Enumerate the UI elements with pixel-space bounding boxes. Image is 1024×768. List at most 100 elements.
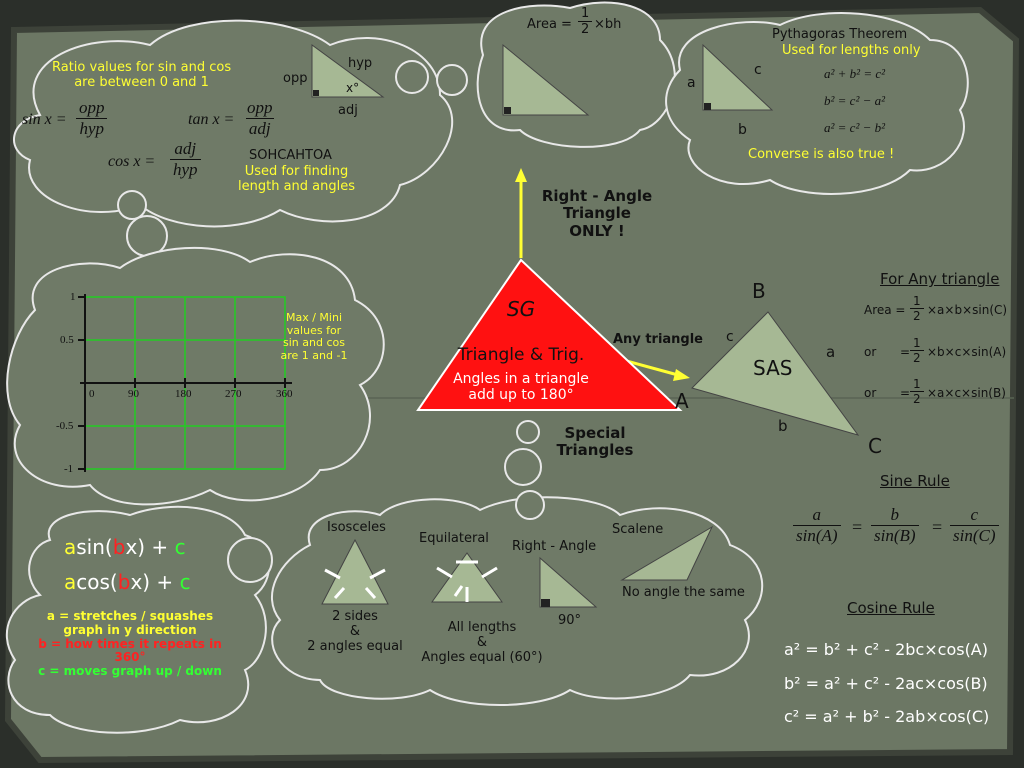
cloud-transform	[5, 505, 270, 734]
sas-side-b: b	[778, 417, 788, 435]
area2-or: or	[864, 345, 877, 359]
thought-bubble	[516, 420, 540, 444]
area2-eq: =	[900, 345, 911, 359]
x-tick-0: 0	[89, 388, 95, 400]
sohcahtoa: SOHCAHTOA	[249, 148, 332, 163]
equilateral-marks	[436, 560, 498, 602]
center-angles-line1: Angles in a triangle	[453, 371, 589, 387]
thought-bubble	[395, 60, 429, 94]
x-tick-180: 180	[175, 388, 192, 400]
sine-den-a: sin(A)	[793, 525, 841, 546]
area1-half: 1 2	[910, 294, 924, 323]
trig-note-line1: Ratio values for sin and cos	[52, 60, 232, 75]
formula-cos-a: a	[64, 570, 77, 594]
x-tick-270: 270	[225, 388, 242, 400]
iso-desc1: 2 sides	[332, 609, 378, 624]
area3-half-num: 1	[913, 377, 921, 391]
area2-half-num: 1	[913, 336, 921, 350]
pythagoras-triangle	[702, 43, 774, 111]
area-rest: ×bh	[594, 17, 622, 32]
cloud-special	[227, 420, 764, 706]
sine-frac-a: a sin(A)	[793, 505, 841, 546]
special-line2: Triangles	[556, 441, 634, 460]
area-triangle	[502, 43, 590, 116]
thought-bubble	[515, 490, 545, 520]
formula-sin-c: c	[174, 535, 186, 559]
formula-sin-mid: sin(	[76, 535, 113, 559]
sin-lhs: sin x =	[22, 111, 67, 128]
pyth-eq3: a² = c² − b²	[824, 120, 886, 135]
area2-rhs: ×b×c×sin(A)	[927, 345, 1007, 359]
sas-vertex-B: B	[752, 279, 766, 303]
pyth-converse: Converse is also true !	[748, 147, 895, 162]
center-angles-line2: add up to 180°	[468, 387, 574, 404]
area1-lhs: Area =	[864, 303, 906, 317]
area3-half: 1 2	[910, 377, 924, 406]
area1-half-den: 2	[910, 308, 924, 323]
right-angle-mark	[541, 599, 550, 607]
formula-sin-a: a	[64, 535, 77, 559]
area-half: 1 2	[578, 6, 593, 37]
thought-bubble	[436, 64, 468, 96]
iso-desc3: 2 angles equal	[307, 638, 403, 654]
sas-triangle	[691, 311, 860, 436]
isosceles-triangle	[321, 538, 389, 605]
tan-numerator: opp	[247, 98, 273, 117]
thought-bubble	[504, 448, 542, 486]
note-b-line2: 360°	[114, 650, 146, 665]
triangle-opp-label: opp	[283, 71, 308, 86]
center-triangle	[416, 258, 683, 411]
sin-denominator: hyp	[76, 118, 108, 139]
any-triangle-heading: For Any triangle	[880, 270, 1000, 288]
sas-label: SAS	[753, 356, 793, 380]
graph-note-line4: are 1 and -1	[280, 348, 348, 362]
right-angle-only: Right - Angle Triangle ONLY !	[529, 187, 665, 240]
formula-sin-b: b	[112, 535, 126, 559]
trig-use-note: Used for finding length and angles	[238, 164, 355, 195]
pythagoras-title: Pythagoras Theorem	[772, 27, 908, 42]
area3-rhs: ×a×c×sin(B)	[927, 386, 1006, 400]
right-angle-line1: Right - Angle	[541, 187, 653, 205]
isosceles-desc: 2 sides & 2 angles equal	[300, 609, 410, 655]
scalene-desc: No angle the same	[622, 585, 745, 600]
trig-triangle	[311, 44, 385, 98]
formula-cos: acos(bx) + c	[64, 571, 191, 594]
area-label: Area =	[527, 17, 572, 32]
center-angles: Angles in a triangle add up to 180°	[436, 371, 606, 403]
sine-num-b: b	[890, 505, 900, 524]
equilateral-label: Equilateral	[419, 531, 489, 546]
scalene-triangle	[620, 525, 714, 581]
sas-vertex-A: A	[675, 389, 689, 413]
area1-half-num: 1	[913, 294, 921, 308]
area3-or: or	[864, 386, 877, 400]
pyth-eq1: a² + b² = c²	[824, 66, 886, 81]
note-b-line1: b = how times it repeats in	[38, 636, 222, 651]
equilateral-desc: All lengths & Angles equal (60°)	[412, 620, 552, 666]
thought-bubble	[117, 190, 147, 220]
trig-note: Ratio values for sin and cos are between…	[52, 60, 232, 91]
pyth-side-b: b	[738, 122, 747, 138]
graph-note-line1: Max / Mini	[285, 311, 342, 324]
area1-rhs: ×a×b×sin(C)	[927, 303, 1008, 317]
special-line1: Special	[564, 424, 626, 442]
pyth-side-c: c	[754, 62, 762, 78]
formula-cos-mid: cos(	[76, 570, 118, 594]
tan-fraction: opp adj	[244, 98, 276, 139]
sine-den-b: sin(B)	[871, 525, 919, 546]
any-triangle-label: Any triangle	[613, 332, 704, 347]
area2-half: 1 2	[910, 336, 924, 365]
x-tick-360: 360	[276, 388, 293, 400]
cosine-eq1: a² = b² + c² - 2bc×cos(A)	[784, 640, 988, 659]
right-angle-mark	[704, 103, 711, 110]
cos-lhs: cos x =	[108, 153, 156, 170]
formula-cos-b: b	[117, 570, 131, 594]
tan-lhs: tan x =	[188, 111, 235, 128]
formula-cos-x: x) +	[130, 570, 180, 594]
right-angle-mark	[504, 107, 511, 114]
cos-denominator: hyp	[170, 159, 201, 180]
graph-axes	[78, 294, 292, 472]
formula-cos-c: c	[179, 570, 191, 594]
right-angle-label: Right - Angle	[512, 539, 597, 554]
